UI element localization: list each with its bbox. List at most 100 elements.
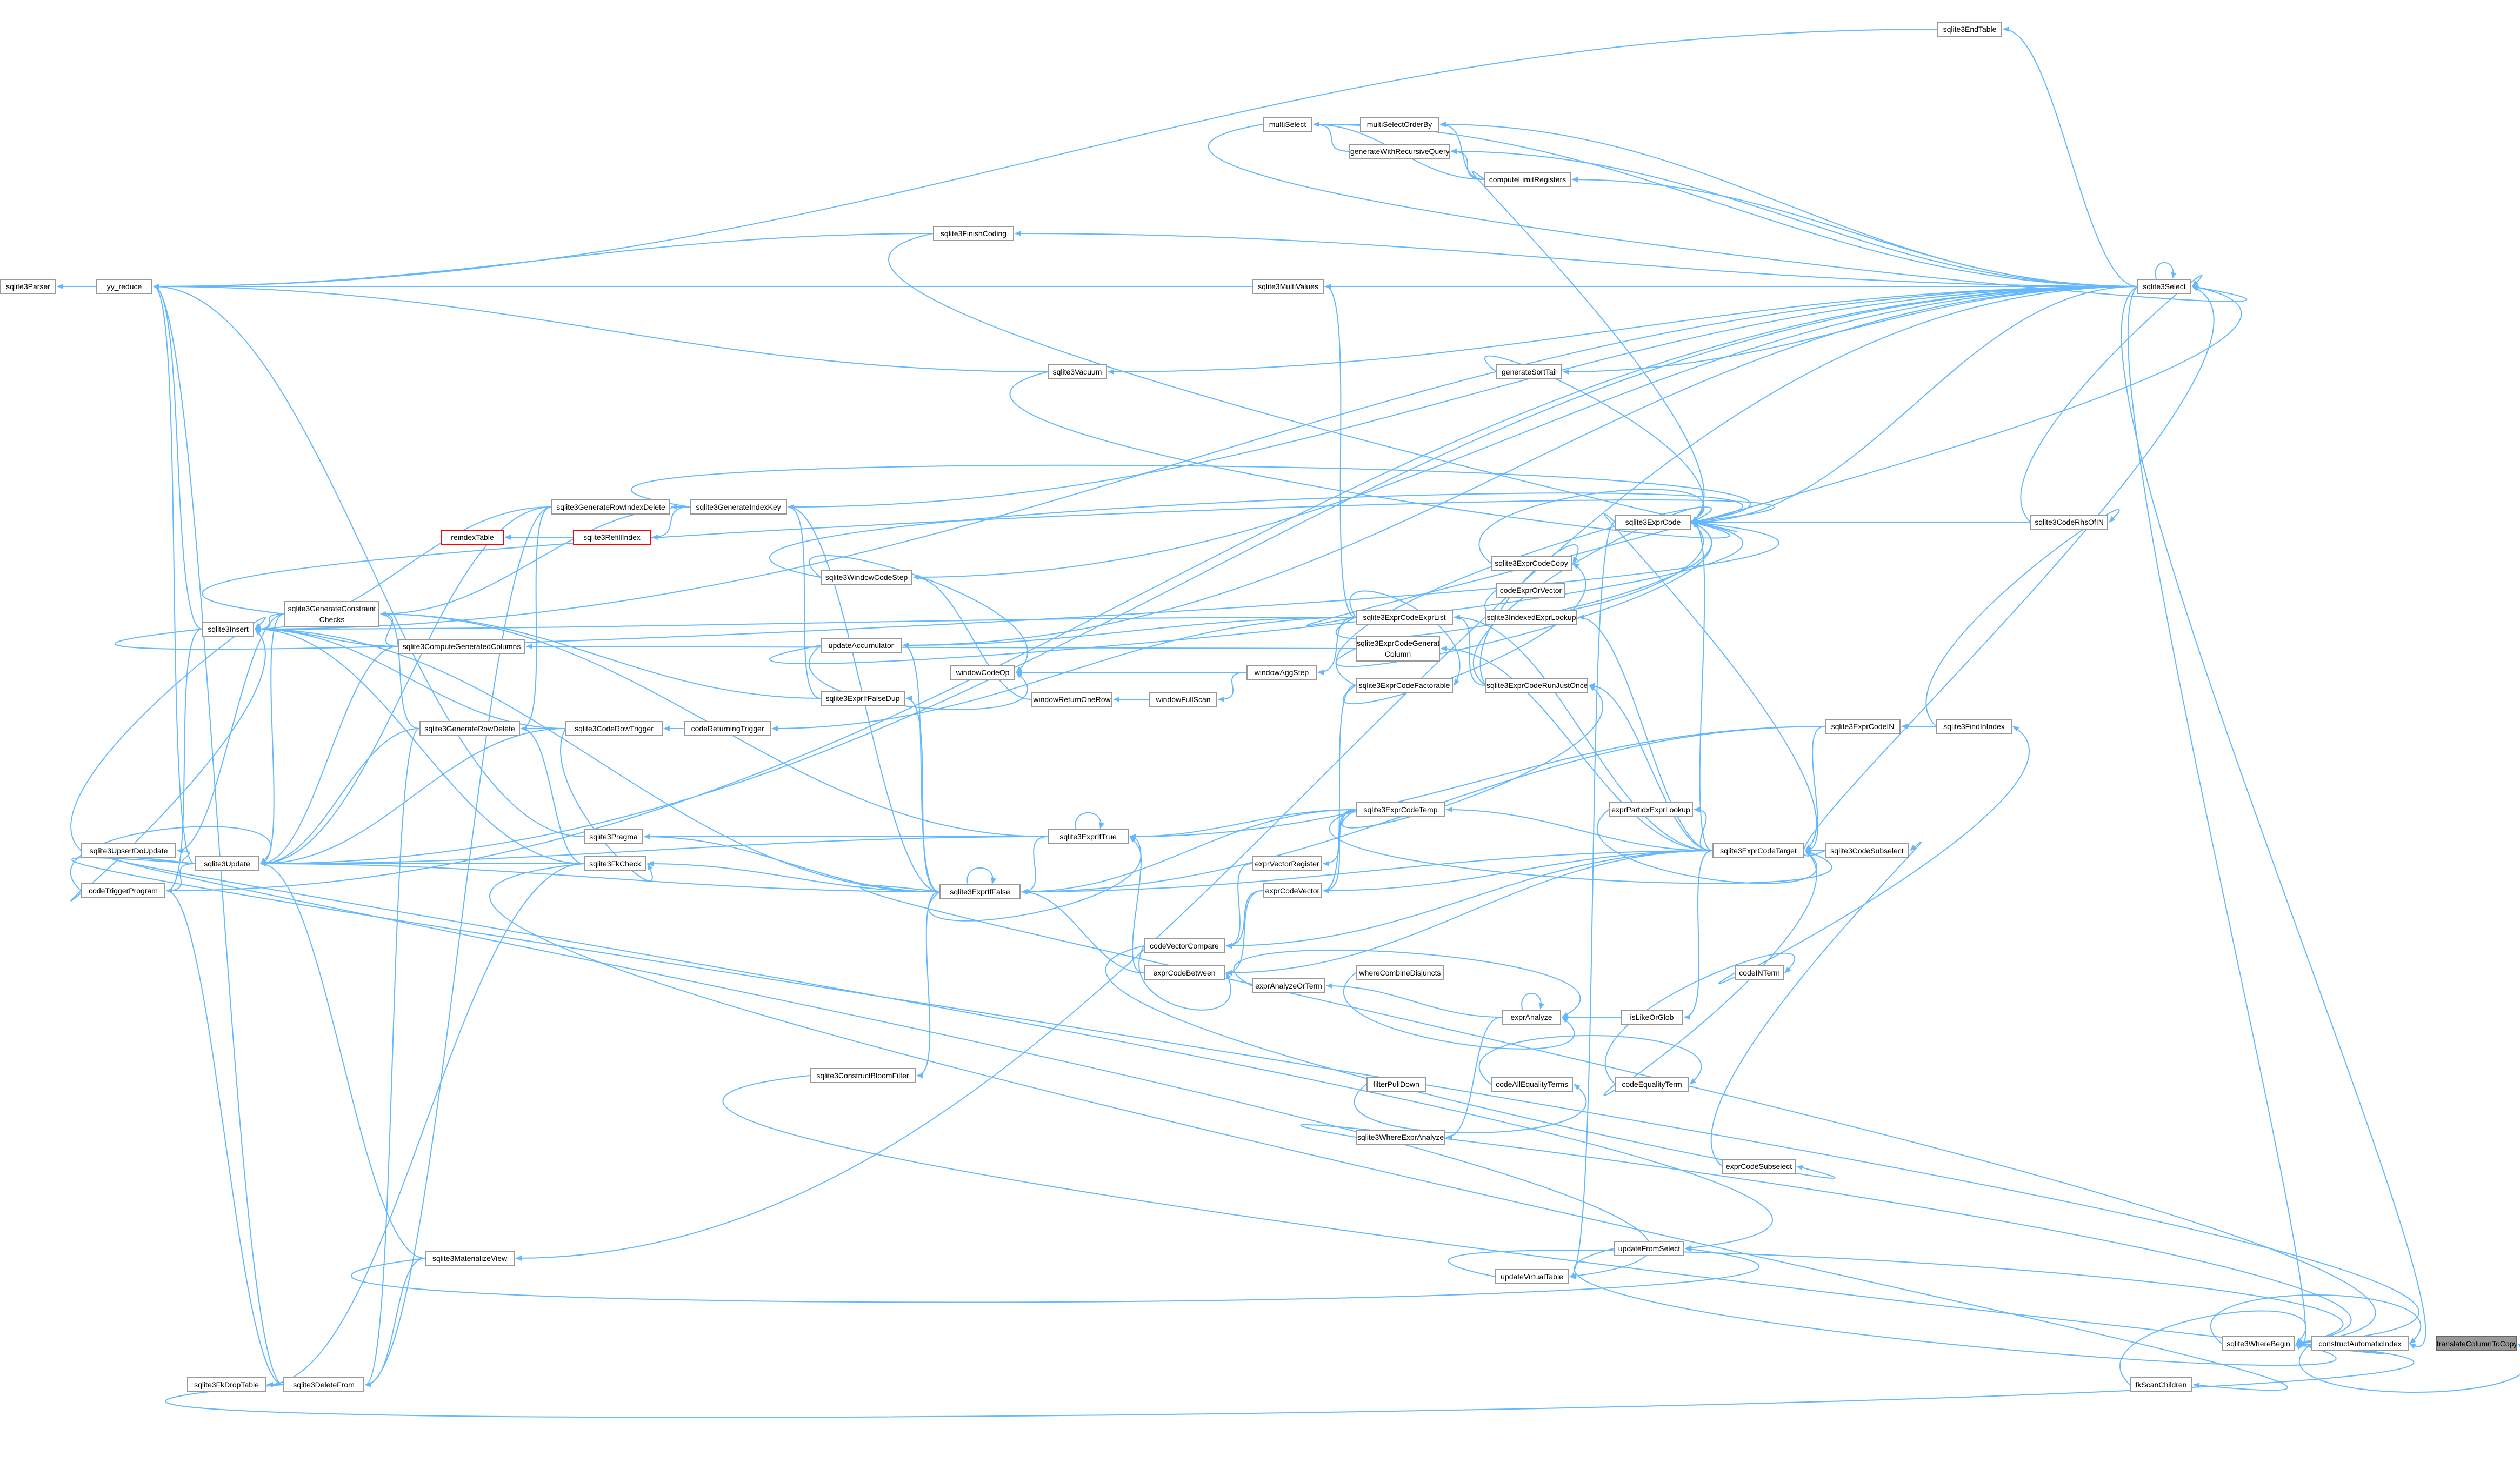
node-generate-with-recursive-query[interactable]: generateWithRecursiveQuery [1349,144,1450,159]
node-expr-code-subselect[interactable]: exprCodeSubselect [1722,1159,1796,1174]
edge-computeLimitRegisters-to-multiSelectOrderBy [1439,122,1485,180]
node-sqlite3-delete-from[interactable]: sqlite3DeleteFrom [283,1377,364,1392]
node-code-returning-trigger[interactable]: codeReturningTrigger [684,721,771,736]
edge-sqlite3ExprCodeExprList-to-sqlite3ExprCodeFactorable [1349,590,1461,686]
node-code-vector-compare[interactable]: codeVectorCompare [1144,938,1225,953]
node-sqlite3-fk-check[interactable]: sqlite3FkCheck [584,856,646,871]
node-where-combine-disjuncts[interactable]: whereCombineDisjuncts [1356,965,1444,980]
node-translate-column-to-copy[interactable]: translateColumnToCopy [2436,1336,2517,1351]
node-sqlite3-select[interactable]: sqlite3Select [2137,279,2191,294]
node-sqlite3-indexed-expr-lookup[interactable]: sqlite3IndexedExprLookup [1485,610,1577,625]
node-multi-select[interactable]: multiSelect [1263,117,1312,132]
node-sqlite3-generate-index-key[interactable]: sqlite3GenerateIndexKey [690,499,787,515]
edge-sqlite3FkCheck-to-sqlite3GenerateRowDelete [521,726,584,864]
node-is-like-or-glob[interactable]: isLikeOrGlob [1621,1010,1683,1025]
node-sqlite3-expr-code-run-just-once[interactable]: sqlite3ExprCodeRunJustOnce [1485,678,1588,693]
edge-computeLimitRegisters-to-generateWithRecursiveQuery [1450,149,1485,180]
node-code-equality-term[interactable]: codeEqualityTerm [1615,1077,1689,1092]
node-sqlite3-generate-constraint-checks[interactable]: sqlite3GenerateConstraint Checks [284,601,379,627]
edge-sqlite3GenerateConstraintChecks-to-sqlite3Insert [255,613,285,632]
node-update-virtual-table[interactable]: updateVirtualTable [1495,1269,1569,1284]
node-sqlite3-code-row-trigger[interactable]: sqlite3CodeRowTrigger [565,721,663,736]
node-sqlite3-generate-row-delete[interactable]: sqlite3GenerateRowDelete [419,721,520,736]
edge-sqlite3ExprCodeTarget-to-sqlite3ExprCodeRunJustOnce [1589,683,1713,851]
edge-sqlite3Insert-to-codeTriggerProgram [166,629,203,893]
edge-sqlite3DeleteFrom-to-yy_reduce [153,284,284,1385]
edge-codeVectorCompare-to-exprCodeSubselect [1105,945,1836,1179]
node-sqlite3-expr-code-expr-list[interactable]: sqlite3ExprCodeExprList [1356,610,1453,625]
edge-windowReturnOneRow-to-sqlite3WindowCodeStep [913,575,1032,700]
node-sqlite3-find-in-index[interactable]: sqlite3FindInIndex [1936,719,2012,734]
node-filter-pull-down[interactable]: filterPullDown [1366,1077,1426,1092]
node-sqlite3-expr-code-copy[interactable]: sqlite3ExprCodeCopy [1491,556,1572,571]
node-expr-vector-register[interactable]: exprVectorRegister [1252,856,1322,871]
node-sqlite3-materialize-view[interactable]: sqlite3MaterializeView [425,1251,515,1266]
node-window-code-op[interactable]: windowCodeOp [950,665,1015,680]
node-sqlite3-multi-values[interactable]: sqlite3MultiValues [1252,279,1324,294]
edge-codeTriggerProgram-to-sqlite3Insert [70,629,266,902]
node-sqlite3-finish-coding[interactable]: sqlite3FinishCoding [933,226,1014,241]
edge-sqlite3ExprIfFalse-to-sqlite3Insert [255,626,940,892]
node-expr-analyze-or-term[interactable]: exprAnalyzeOrTerm [1252,978,1325,993]
node-sqlite3-vacuum[interactable]: sqlite3Vacuum [1048,364,1107,379]
node-sqlite3-expr-code-temp[interactable]: sqlite3ExprCodeTemp [1356,802,1445,817]
node-sqlite3-code-subselect[interactable]: sqlite3CodeSubselect [1825,843,1909,858]
node-sqlite3-expr-code-in[interactable]: sqlite3ExprCodeIN [1825,719,1901,734]
node-sqlite3-upsert-do-update[interactable]: sqlite3UpsertDoUpdate [81,843,176,858]
node-code-trigger-program[interactable]: codeTriggerProgram [81,883,165,898]
node-code-interm[interactable]: codeINTerm [1735,965,1784,980]
node-sqlite3-where-begin[interactable]: sqlite3WhereBegin [2222,1336,2295,1351]
node-expr-code-vector[interactable]: exprCodeVector [1263,883,1322,898]
node-compute-limit-registers[interactable]: computeLimitRegisters [1484,172,1571,187]
node-sqlite3-expr-code-factorable[interactable]: sqlite3ExprCodeFactorable [1356,678,1453,693]
node-update-accumulator[interactable]: updateAccumulator [821,638,902,653]
edge-multiSelect-to-sqlite3Select [1208,124,2248,302]
node-code-all-equality-terms[interactable]: codeAllEqualityTerms [1491,1077,1573,1092]
node-sqlite3-refill-index[interactable]: sqlite3RefillIndex [573,530,651,545]
node-sqlite3-code-rhs-of-in[interactable]: sqlite3CodeRhsOfIN [2030,515,2108,530]
edge-sqlite3Update-to-updateFromSelect [107,856,1773,1251]
node-reindex-table[interactable]: reindexTable [441,530,504,545]
edge-generateWithRecursiveQuery-to-multiSelect [1313,122,1350,152]
node-sqlite3-end-table[interactable]: sqlite3EndTable [1937,22,2002,37]
node-window-agg-step[interactable]: windowAggStep [1246,665,1317,680]
node-sqlite3-update[interactable]: sqlite3Update [195,856,259,871]
node-sqlite3-expr-if-false-dup[interactable]: sqlite3ExprIfFalseDup [821,691,905,706]
node-sqlite3-pragma[interactable]: sqlite3Pragma [584,829,643,844]
node-sqlite3-window-code-step[interactable]: sqlite3WindowCodeStep [821,570,912,585]
node-multi-select-order-by[interactable]: multiSelectOrderBy [1360,117,1439,132]
node-code-expr-or-vector[interactable]: codeExprOrVector [1496,583,1565,598]
node-sqlite3-expr-if-true[interactable]: sqlite3ExprIfTrue [1048,829,1129,844]
node-construct-automatic-index[interactable]: constructAutomaticIndex [2311,1336,2409,1351]
edge-sqlite3ExprCode-to-updateVirtualTable [1569,522,1616,1279]
node-sqlite3-expr-code-target[interactable]: sqlite3ExprCodeTarget [1712,843,1804,858]
edge-exprAnalyze-to-sqlite3WhereExprAnalyze [1446,1017,1502,1140]
node-fk-scan-children[interactable]: fkScanChildren [2130,1377,2192,1392]
edge-sqlite3Select-to-sqlite3Insert [255,286,2138,632]
node-expr-code-between[interactable]: exprCodeBetween [1144,965,1225,980]
edge-sqlite3ExprIfFalseDup-to-sqlite3GenerateConstraintChecks [380,611,821,699]
node-sqlite3-compute-generated-columns[interactable]: sqlite3ComputeGeneratedColumns [398,639,525,654]
edge-sqlite3ExprCodeFactorable-to-exprCodeVector [1323,685,1356,893]
node-sqlite3-generate-row-index-delete[interactable]: sqlite3GenerateRowIndexDelete [551,499,670,515]
node-yy_reduce[interactable]: yy_reduce [96,279,152,294]
edge-codeVectorCompare-to-exprCodeBetween [1138,945,1231,1011]
node-sqlite3-parser[interactable]: sqlite3Parser [0,279,56,294]
node-sqlite3-where-expr-analyze[interactable]: sqlite3WhereExprAnalyze [1356,1130,1445,1145]
node-sqlite3-construct-bloom-filter[interactable]: sqlite3ConstructBloomFilter [810,1068,916,1083]
node-generate-sort-tail[interactable]: generateSortTail [1496,364,1562,379]
node-sqlite3-expr-code[interactable]: sqlite3ExprCode [1615,515,1691,530]
node-update-from-select[interactable]: updateFromSelect [1614,1241,1684,1256]
node-sqlite3-expr-code-generated-column[interactable]: sqlite3ExprCodeGenerated Column [1356,636,1440,662]
edge-sqlite3ExprCodeTarget-to-codeVectorCompare [1225,850,1713,949]
node-sqlite3-expr-if-false[interactable]: sqlite3ExprIfFalse [939,884,1021,899]
node-window-full-scan[interactable]: windowFullScan [1149,692,1217,707]
edge-sqlite3Select-to-sqlite3WhereBegin [2127,286,2306,1350]
node-expr-partidx-expr-lookup[interactable]: exprPartidxExprLookup [1609,802,1693,817]
edge-sqlite3ExprCode-to-sqlite3ExprCodeTarget [1603,513,1817,851]
node-expr-analyze[interactable]: exprAnalyze [1502,1010,1561,1025]
node-sqlite3-fk-drop-table[interactable]: sqlite3FkDropTable [187,1377,266,1392]
node-window-return-one-row[interactable]: windowReturnOneRow [1031,692,1112,707]
edge-sqlite3GenerateRowIndexDelete-to-sqlite3DeleteFrom [365,506,552,1387]
node-sqlite3-insert[interactable]: sqlite3Insert [202,622,254,637]
